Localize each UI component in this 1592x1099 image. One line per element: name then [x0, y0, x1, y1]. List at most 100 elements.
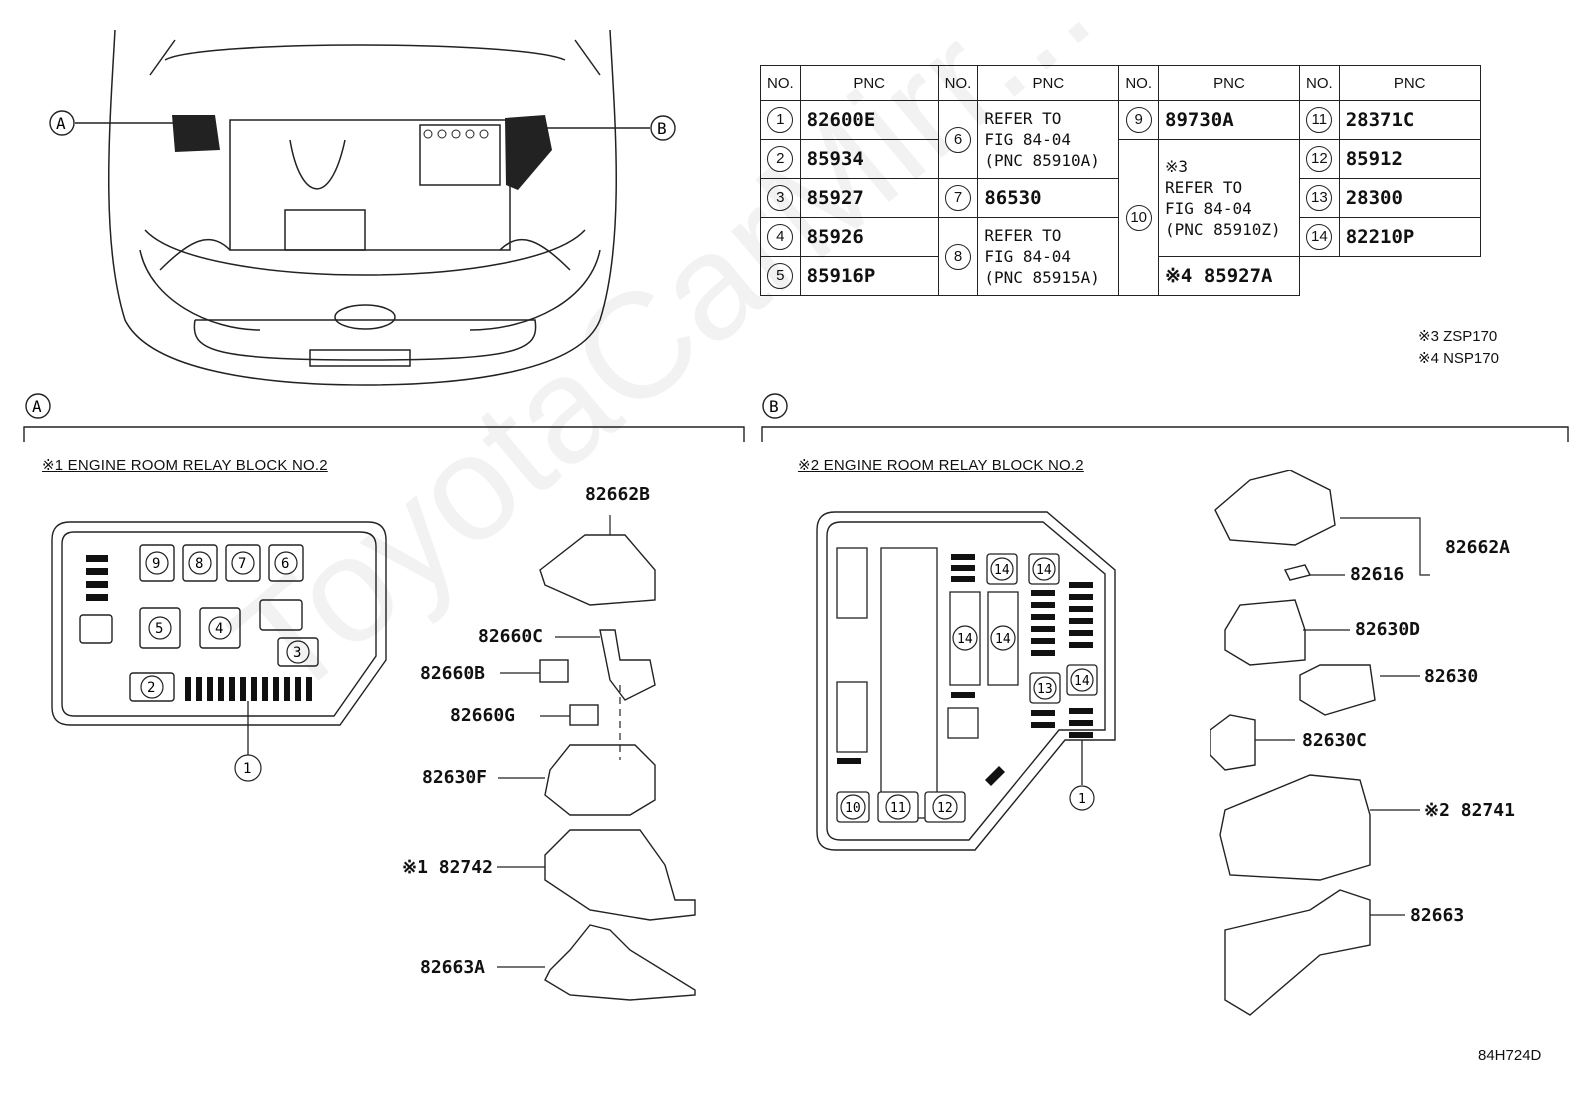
section-b-marker: B	[769, 397, 779, 416]
relay-82660g	[569, 704, 599, 726]
part-label-82662b: 82662B	[585, 484, 651, 505]
lower-case-82663a	[544, 924, 696, 1001]
cover-82662a	[1214, 470, 1336, 546]
part-label-82630c: 82630C	[1302, 730, 1368, 751]
slot-10: 10	[845, 801, 861, 816]
part-label-82663: 82663	[1410, 905, 1465, 926]
slot-2: 2	[147, 680, 155, 696]
part-label-82662a: 82662A	[1445, 537, 1511, 558]
table-row: 2 85934 10 ※3 REFER TO FIG 84-04 (PNC 85…	[760, 139, 1481, 296]
pnc-cell: 82600E	[799, 100, 939, 140]
table-row: 5 85916P ※4 85927A	[760, 256, 1481, 296]
header-no: NO.	[1299, 65, 1340, 101]
item-number: 2	[767, 146, 794, 172]
header-pnc: PNC	[1338, 65, 1481, 101]
item-number: 12	[1306, 146, 1333, 172]
slot-14: 14	[1036, 563, 1052, 578]
pnc-cell: 82210P	[1338, 217, 1481, 257]
relay-82660b	[539, 659, 569, 683]
header-pnc: PNC	[799, 65, 939, 101]
section-b-title: ※2 ENGINE ROOM RELAY BLOCK NO.2	[798, 457, 1084, 474]
block-82630d	[1224, 599, 1306, 666]
header-no: NO.	[937, 65, 979, 101]
slot-8: 8	[195, 556, 203, 572]
slot-11: 11	[890, 801, 906, 816]
slot-1: 1	[243, 761, 251, 777]
table-header-row: NO. PNC NO. PNC NO. PNC NO. PNC	[760, 65, 1481, 101]
lower-case-82663	[1224, 889, 1371, 1016]
slot-14: 14	[1074, 674, 1090, 689]
pnc-cell: 28371C	[1338, 100, 1481, 140]
part-label-82660g: 82660G	[450, 705, 516, 726]
slot-13: 13	[1037, 682, 1053, 697]
pnc-cell: 28300	[1338, 178, 1481, 218]
part-label-82616: 82616	[1350, 564, 1405, 585]
case-82742	[544, 829, 696, 921]
part-label-82741: ※2 82741	[1424, 800, 1515, 821]
case-82741	[1219, 774, 1371, 881]
section-brackets: A B	[23, 393, 1569, 442]
header-pnc: PNC	[1158, 65, 1301, 101]
pnc-cell: 85926	[799, 217, 939, 257]
part-label-82630: 82630	[1424, 666, 1479, 687]
part-label-82742: ※1 82742	[402, 857, 493, 878]
header-no: NO.	[1118, 65, 1160, 101]
bracket-82660c	[599, 629, 656, 701]
relay-block-a-location	[172, 115, 220, 152]
part-label-82663a: 82663A	[420, 957, 486, 978]
exploded-parts-a	[539, 534, 696, 1001]
slot-5: 5	[155, 621, 163, 637]
diagram-code: 84H724D	[1478, 1047, 1542, 1064]
exploded-parts-b	[1210, 470, 1376, 1016]
part-label-82660c: 82660C	[478, 626, 544, 647]
item-number: 10	[1125, 204, 1152, 231]
callout-b: B	[657, 119, 667, 138]
vehicle-overview-drawing: A B	[49, 29, 676, 386]
item-number: 5	[767, 263, 794, 289]
slot-14: 14	[957, 632, 973, 647]
block-82630	[1299, 664, 1376, 716]
relay-block-a-layout: 9 8 7 6 5 4 3 2 1	[51, 521, 387, 782]
section-a-marker: A	[32, 397, 42, 416]
part-label-82660b: 82660B	[420, 663, 486, 684]
part-label-82630f: 82630F	[422, 767, 488, 788]
table-row: 3 85927 7 86530 13 28300	[760, 178, 1481, 218]
pnc-cell: ※3 REFER TO FIG 84-04 (PNC 85910Z)	[1158, 139, 1301, 257]
block-82630c	[1210, 714, 1256, 771]
header-pnc: PNC	[977, 65, 1120, 101]
slot-3: 3	[293, 645, 301, 661]
note-nsp170: ※4 NSP170	[1418, 350, 1499, 367]
note-zsp170: ※3 ZSP170	[1418, 328, 1498, 345]
item-number: 1	[767, 107, 794, 133]
pnc-cell: ※4 85927A	[1158, 256, 1301, 296]
table-row: 1 82600E 6 REFER TO FIG 84-04 (PNC 85910…	[760, 100, 1481, 179]
pnc-cell: REFER TO FIG 84-04 (PNC 85915A)	[977, 217, 1120, 296]
pnc-table: NO. PNC NO. PNC NO. PNC NO. PNC 1 82600E…	[760, 65, 1481, 296]
pnc-cell: 86530	[977, 178, 1120, 218]
pnc-cell: 85912	[1338, 139, 1481, 179]
cover-82662b	[539, 534, 656, 606]
item-number: 4	[767, 224, 794, 250]
table-row: 4 85926 8 REFER TO FIG 84-04 (PNC 85915A…	[760, 217, 1481, 296]
item-number: 9	[1125, 107, 1152, 133]
item-number: 7	[945, 185, 971, 211]
model-notes: ※3 ZSP170 ※4 NSP170	[1418, 326, 1499, 370]
item-number: 13	[1306, 185, 1333, 211]
slot-14: 14	[995, 632, 1011, 647]
slot-7: 7	[238, 556, 246, 572]
slot-1: 1	[1078, 792, 1086, 807]
item-number: 3	[767, 185, 794, 211]
slot-14: 14	[994, 563, 1010, 578]
callout-a: A	[56, 114, 66, 133]
section-a-title: ※1 ENGINE ROOM RELAY BLOCK NO.2	[42, 457, 328, 474]
slot-12: 12	[937, 801, 953, 816]
slot-9: 9	[152, 556, 160, 572]
pnc-cell: REFER TO FIG 84-04 (PNC 85910A)	[977, 100, 1120, 179]
block-82630f	[544, 744, 656, 816]
relay-block-b-layout: 14 14 14 14 13 14 10 11 12 1	[816, 511, 1116, 851]
item-number: 8	[945, 243, 971, 270]
pnc-cell: 85934	[799, 139, 939, 179]
pnc-cell: 89730A	[1158, 100, 1301, 140]
